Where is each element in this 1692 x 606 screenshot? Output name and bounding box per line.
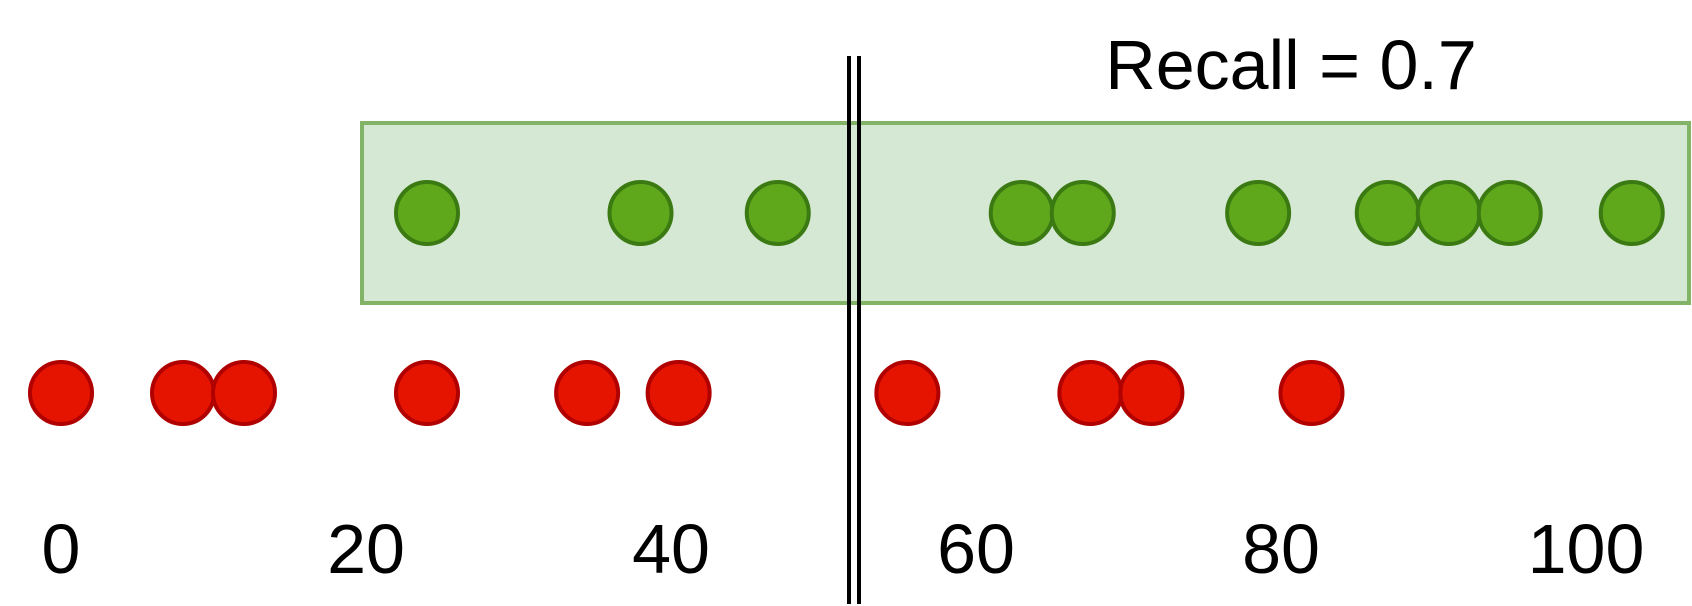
tick-label-1: 20 (327, 510, 405, 588)
negative-point-8 (1118, 360, 1185, 426)
tick-label-2: 40 (632, 510, 710, 588)
positive-point-3 (988, 180, 1055, 246)
positive-point-2 (744, 180, 811, 246)
negative-point-7 (1057, 360, 1124, 426)
positive-point-8 (1476, 180, 1543, 246)
positive-point-5 (1225, 180, 1292, 246)
negative-point-4 (554, 360, 621, 426)
positive-points (394, 180, 1665, 246)
negative-point-9 (1278, 360, 1345, 426)
negative-point-6 (874, 360, 941, 426)
negative-points (28, 360, 1345, 426)
positive-point-7 (1415, 180, 1482, 246)
tick-label-3: 60 (937, 510, 1015, 588)
negative-point-2 (211, 360, 277, 426)
negative-point-5 (645, 360, 712, 426)
threshold-line (847, 56, 861, 604)
negative-point-0 (28, 360, 94, 426)
positive-point-9 (1598, 180, 1665, 246)
tick-label-5: 100 (1528, 510, 1645, 588)
recall-label: Recall = 0.7 (1105, 26, 1477, 104)
negative-point-3 (394, 360, 460, 426)
positive-point-0 (394, 180, 460, 246)
positive-point-1 (607, 180, 674, 246)
positive-point-4 (1049, 180, 1116, 246)
positive-point-6 (1354, 180, 1421, 246)
tick-label-0: 0 (42, 510, 81, 588)
axis-ticks: 0 20 40 60 80 100 (42, 510, 1645, 588)
negative-point-1 (150, 360, 216, 426)
tick-label-4: 80 (1242, 510, 1320, 588)
